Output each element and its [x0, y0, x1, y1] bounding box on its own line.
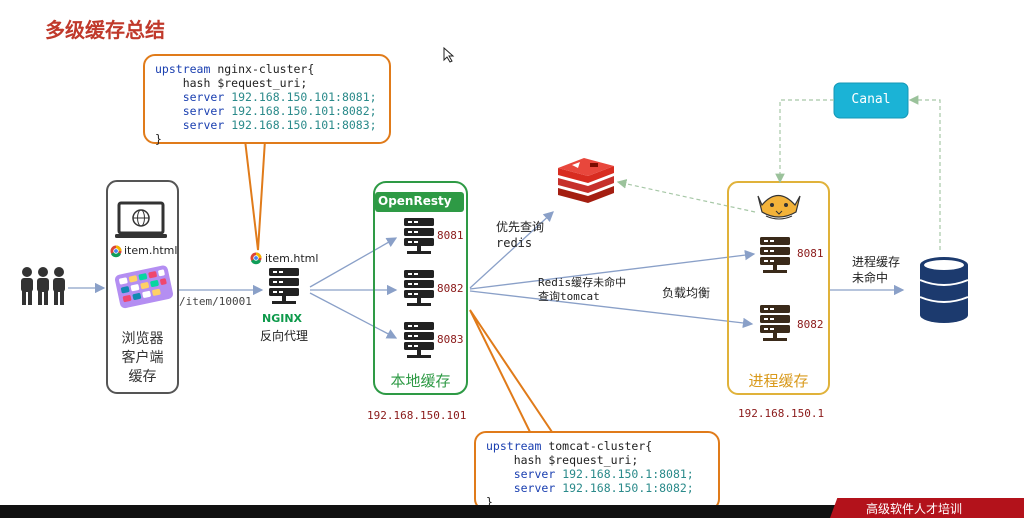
page-title: 多级缓存总结: [45, 18, 165, 42]
cfg-text: }: [486, 495, 493, 509]
openresty-logo-text: OpenResty: [378, 194, 452, 208]
browser-label-line1: 浏览器: [121, 331, 164, 347]
tomcat-port-8082: 8082: [797, 318, 824, 331]
cfg-ip: 192.168.150.1:8081;: [562, 467, 694, 481]
canal-label: Canal: [851, 92, 891, 107]
tomcat-port-8081: 8081: [797, 247, 824, 260]
cfg-keyword: upstream: [155, 62, 211, 76]
tomcat-server-8081: [760, 237, 790, 273]
openresty-port-8081: 8081: [437, 229, 464, 242]
cfg-ip: 192.168.150.1:8082;: [562, 481, 694, 495]
openresty-server-8082: [404, 270, 434, 306]
cfg-keyword: server: [182, 90, 225, 104]
openresty-server-8081: [404, 218, 434, 254]
browser-cache-label: 浏览器 客户端 缓存: [107, 330, 178, 387]
process-cache-label: 进程缓存: [748, 372, 809, 390]
callout-tail-tomcat: [469, 309, 554, 433]
nginx-logo: NGINX: [262, 312, 303, 325]
process-miss-label: 进程缓存 未命中: [852, 254, 900, 286]
users-icon: [21, 267, 65, 305]
openresty-ip: 192.168.150.101: [367, 409, 467, 422]
tomcat-icon: [757, 194, 801, 220]
nginx-config-callout: upstream nginx-cluster{ hash $request_ur…: [143, 54, 391, 146]
cfg-keyword: server: [182, 118, 225, 132]
cfg-text: hash $request_uri;: [513, 453, 639, 467]
cfg-text: nginx-cluster{: [217, 62, 315, 76]
local-cache-label: 本地缓存: [390, 372, 451, 390]
browser-item-html-label: item.html: [124, 244, 178, 257]
browser-label-line3: 缓存: [128, 369, 157, 385]
load-balance-label: 负载均衡: [662, 286, 711, 300]
redis-miss-line2: 查询tomcat: [538, 290, 600, 303]
brand-banner-text: 高级软件人才培训: [866, 502, 963, 516]
process-ip: 192.168.150.1: [738, 407, 825, 420]
cfg-text: }: [155, 132, 162, 146]
chrome-icon: [110, 245, 122, 258]
redis-miss-label: Redis缓存未命中 查询tomcat: [538, 276, 626, 304]
request-path-label: /item/10001: [179, 295, 252, 308]
process-miss-line1: 进程缓存: [852, 255, 901, 269]
cfg-text: hash $request_uri;: [182, 76, 308, 90]
openresty-port-8082: 8082: [437, 282, 464, 295]
cfg-ip: 192.168.150.101:8081;: [231, 90, 377, 104]
cfg-ip: 192.168.150.101:8082;: [231, 104, 377, 118]
chrome-icon-nginx: [250, 252, 262, 265]
nginx-server-icon: [269, 268, 299, 304]
redis-icon: [558, 158, 614, 203]
cfg-keyword: server: [513, 481, 556, 495]
tomcat-config-callout: upstream tomcat-cluster{ hash $request_u…: [474, 431, 720, 511]
cfg-keyword: upstream: [486, 439, 542, 453]
cfg-keyword: server: [513, 467, 556, 481]
browser-cache-box: [106, 180, 179, 394]
openresty-port-8083: 8083: [437, 333, 464, 346]
callout-tail-nginx: [243, 139, 267, 251]
reverse-proxy-label: 反向代理: [260, 329, 309, 343]
openresty-logo-bg: [375, 192, 464, 212]
openresty-box: [373, 181, 468, 395]
redis-first-label: 优先查询 redis: [496, 219, 544, 251]
openresty-server-8083: [404, 322, 434, 358]
database-icon: [919, 257, 969, 323]
redis-miss-line1: Redis缓存未命中: [538, 276, 627, 289]
cfg-keyword: server: [182, 104, 225, 118]
bottom-bar: [0, 505, 1024, 518]
phone-app-icon: [114, 265, 173, 309]
redis-first-line1: 优先查询: [496, 220, 545, 234]
laptop-icon: [115, 201, 167, 238]
cfg-ip: 192.168.150.101:8083;: [231, 118, 377, 132]
redis-first-line2: redis: [496, 236, 533, 250]
cursor-icon: [443, 46, 455, 63]
cfg-text: tomcat-cluster{: [548, 439, 653, 453]
nginx-item-html-label: item.html: [265, 252, 319, 265]
process-miss-line2: 未命中: [852, 271, 889, 285]
browser-label-line2: 客户端: [121, 350, 164, 366]
tomcat-server-8082: [760, 305, 790, 341]
